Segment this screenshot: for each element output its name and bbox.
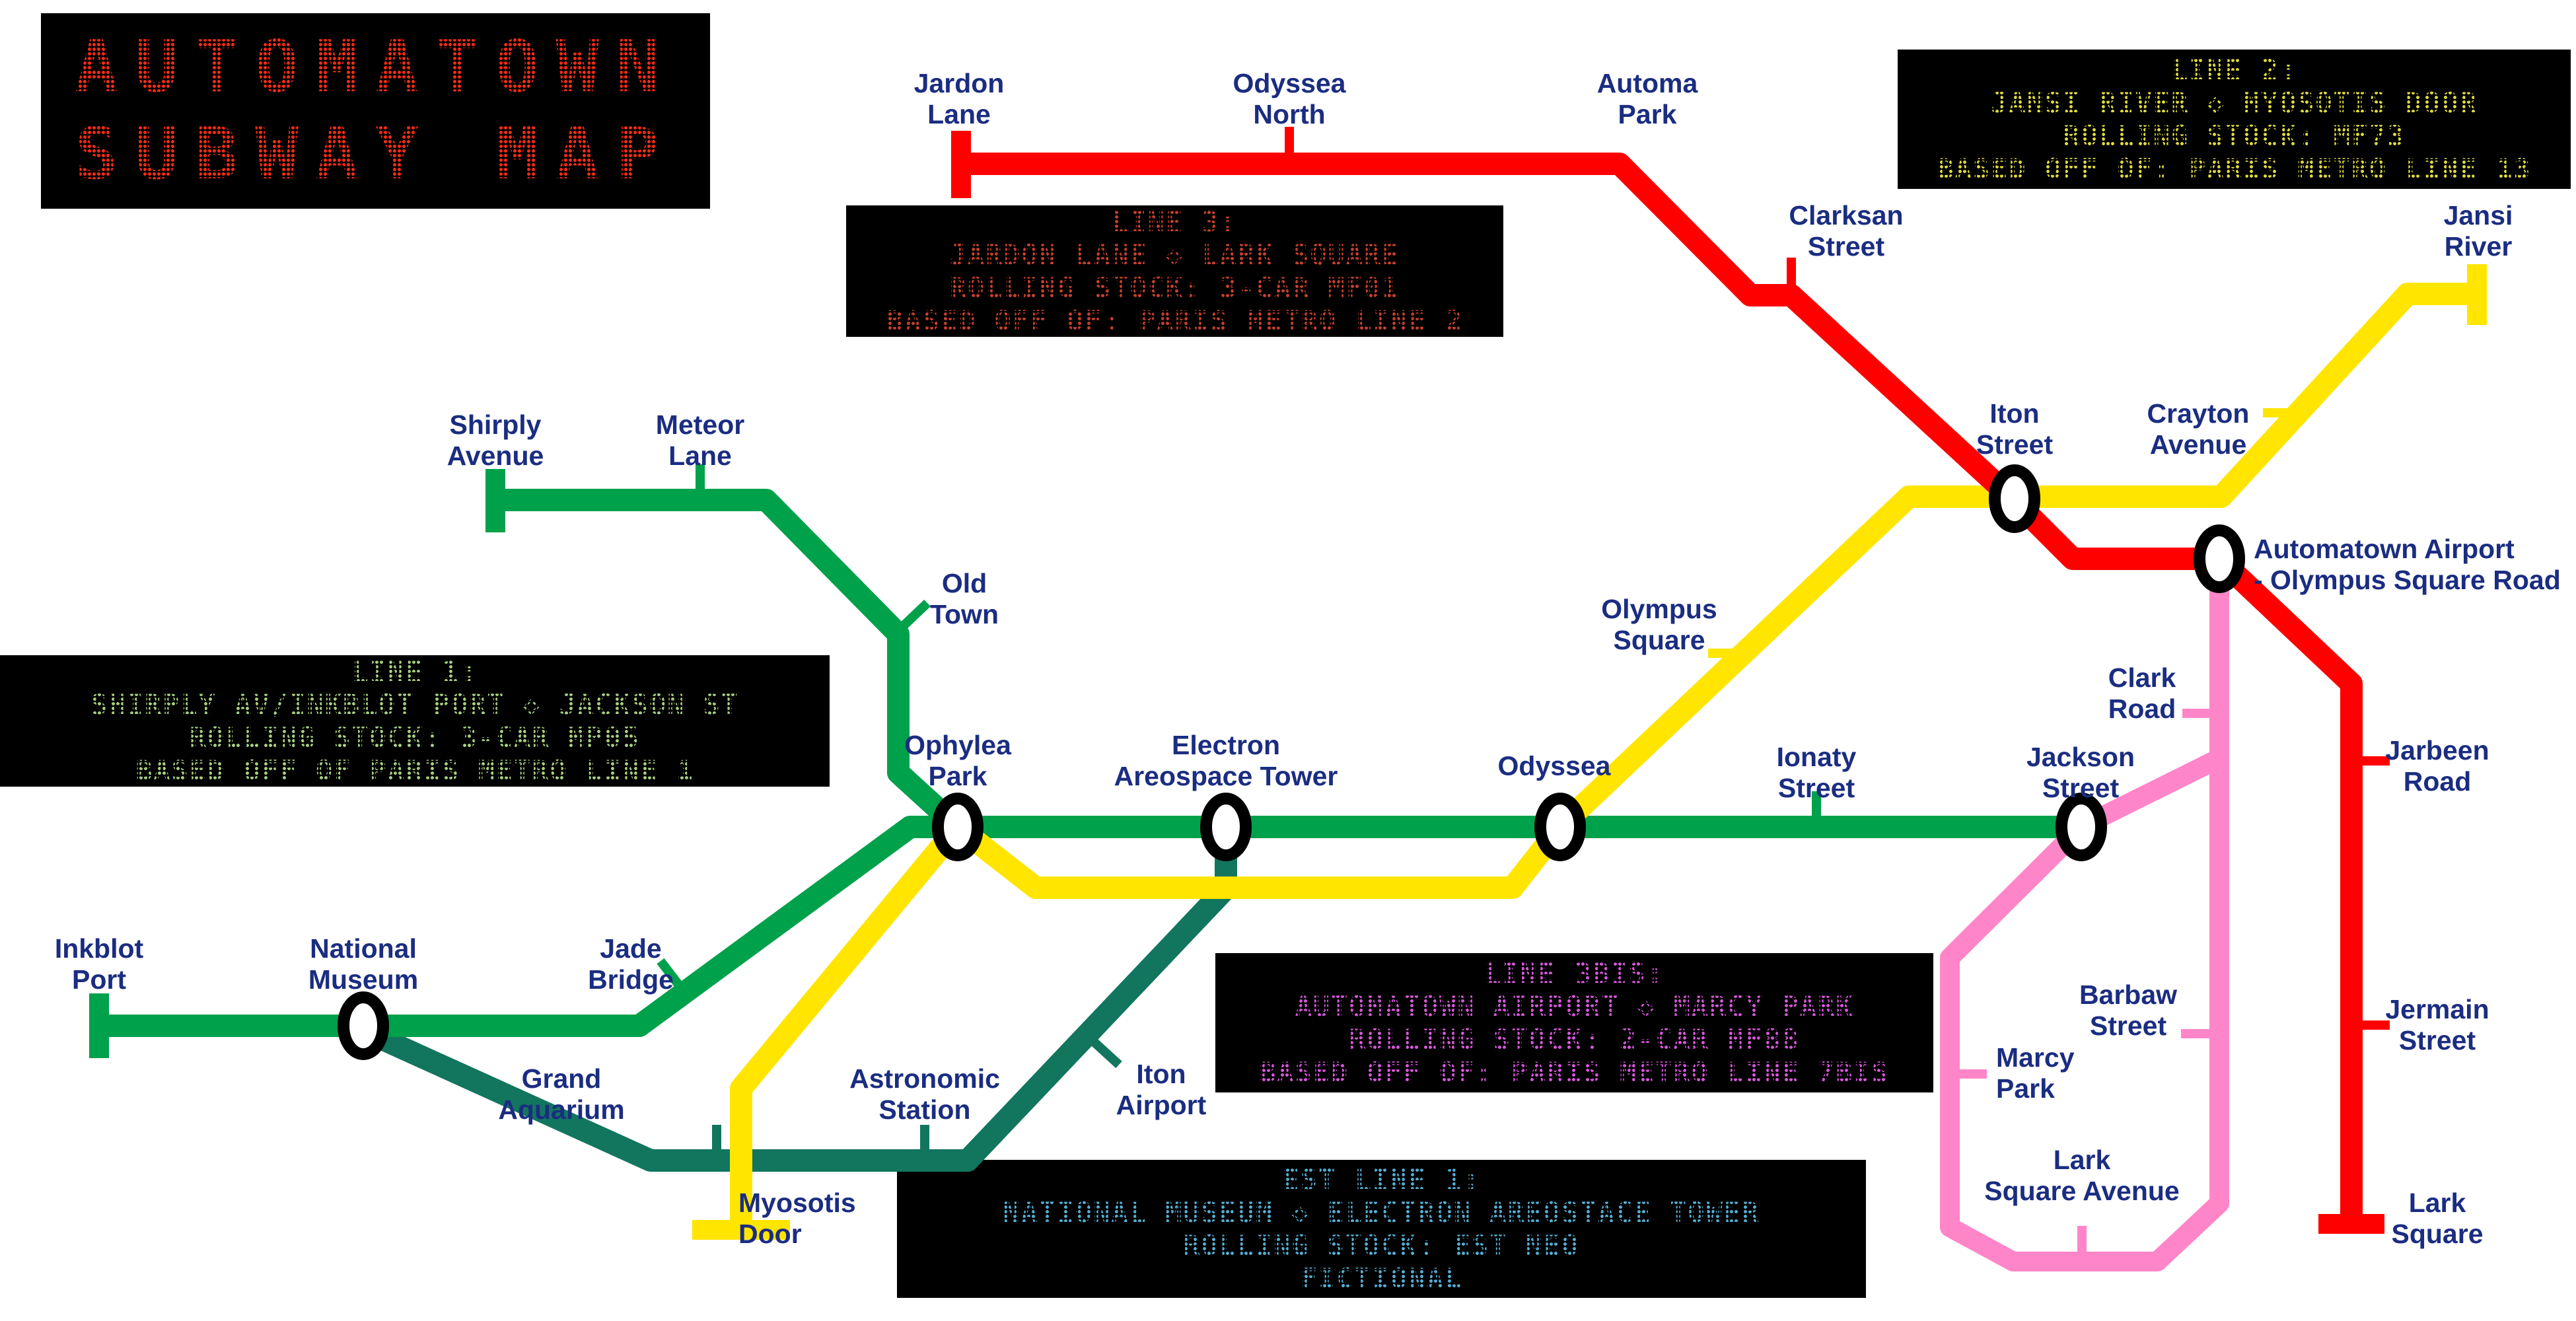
est-line-1-info-stock: ROLLING STOCK: EST NEO [1183,1229,1580,1262]
station-label-lark-square-avenue: Lark Square Avenue [1984,1145,2180,1206]
line-2-info-board: LINE 2: JANSI RIVER ◇ MYOSOTIS DOOR ROLL… [1898,50,2571,189]
interchange-marker-odyssea [1534,793,1586,861]
station-label-national-museum: National Museum [308,933,419,995]
station-label-shirply-avenue: Shirply Avenue [447,410,544,471]
line-3bis-info-basis: BASED OFF OF: PARIS METRO LINE 7BIS [1258,1055,1890,1089]
station-label-olympus-square: Olympus Square [1601,594,1717,655]
line-2-info-basis: BASED OFF OF: PARIS METRO LINE 13 [1937,152,2532,185]
line-3-info-stock: ROLLING STOCK: 3-CAR MF01 [949,271,1400,304]
station-label-inkblot-port: Inkblot Port [54,933,144,995]
station-label-odyssea: Odyssea [1497,750,1611,781]
line-1-info-route: SHIRPLY AV/INKBLOT PORT ◇ JACKSON ST [90,688,740,721]
line-1-info-title: LINE 1: [351,655,478,688]
line-2-path-0 [730,283,2477,1230]
station-label-iton-airport: Iton Airport [1116,1059,1207,1120]
est-line-1-info-basis: FICTIONAL [1300,1262,1463,1295]
line-1-info-board: LINE 1: SHIRPLY AV/INKBLOT PORT ◇ JACKSO… [0,655,830,787]
station-label-grand-aquarium: Grand Aquarium [498,1063,625,1125]
station-label-odyssea-north: Odyssea North [1233,68,1346,129]
est-line-1-path-0 [358,834,1237,1172]
station-label-iton-street: Iton Street [1976,398,2054,460]
line-3bis-info-text: LINE 3BIS: AUTOMATOWN AIRPORT ◇ MARCY PA… [1215,957,1933,1089]
est-line-1-station-tick-2 [1084,1032,1122,1069]
station-label-astronomic-station: Astronomic Station [849,1063,1000,1125]
line-3-info-title: LINE 3: [1111,205,1238,238]
station-label-barbaw-street: Barbaw Street [2079,980,2178,1041]
line-2-info-stock: ROLLING STOCK: MF73 [2063,119,2406,152]
interchange-marker-iton-street [1989,464,2040,533]
station-label-jansi-river: Jansi River [2443,200,2513,262]
station-label-clarksan-street: Clarksan Street [1789,200,1904,262]
interchange-marker-national-museum [338,991,389,1060]
station-label-old-town: Old Town [930,568,999,629]
station-label-jarbeen-road: Jarbeen Road [2385,735,2489,797]
line-2-info-title: LINE 2: [2170,53,2297,86]
est-line-1-info-board: EST LINE 1: NATIONAL MUSEUM ◇ ELECTRON A… [897,1160,1866,1298]
map-title-line-1: AUTOMATOWN [75,26,676,108]
line-1-info-basis: BASED OFF OF PARIS METRO LINE 1 [135,754,694,787]
est-line-1-info-text: EST LINE 1: NATIONAL MUSEUM ◇ ELECTRON A… [897,1163,1866,1295]
station-label-clark-road: Clark Road [2108,662,2176,724]
station-label-jackson-street: Jackson Street [2026,742,2135,803]
station-label-automa-park: Automa Park [1596,68,1698,129]
station-label-ophylea-park: Ophylea Park [904,730,1011,791]
line-1-station-tick-1 [897,599,931,633]
title-board-text: AUTOMATOWN SUBWAY MAP [41,24,710,198]
line-3-info-route: JARDON LANE ◇ LARK SQUARE [949,238,1400,271]
line-3-info-text: LINE 3: JARDON LANE ◇ LARK SQUARE ROLLIN… [846,205,1503,338]
line-3-info-basis: BASED OFF OF: PARIS METRO LINE 2 [886,304,1464,337]
line-1-station-tick-3 [657,958,688,995]
station-label-marcy-park: Marcy Park [1996,1042,2075,1104]
station-label-automatown-airport-olympus-square-road: Automatown Airport - Olympus Square Road [2254,534,2561,595]
station-label-electron-areospace-tower: Electron Areospace Tower [1114,730,1338,791]
line-1-path-1 [495,489,966,836]
line-2-info-text: LINE 2: JANSI RIVER ◇ MYOSOTIS DOOR ROLL… [1898,54,2571,186]
est-line-1-info-route: NATIONAL MUSEUM ◇ ELECTRON AREOSTACE TOW… [1003,1196,1760,1229]
station-label-meteor-lane: Meteor Lane [655,410,745,471]
station-label-jardon-lane: Jardon Lane [913,68,1005,129]
station-label-jermain-street: Jermain Street [2385,994,2489,1055]
station-label-lark-square: Lark Square [2391,1188,2484,1249]
est-line-1-info-title: EST LINE 1: [1282,1162,1481,1196]
station-label-crayton-avenue: Crayton Avenue [2147,398,2250,460]
line-3bis-info-route: AUTOMATOWN AIRPORT ◇ MARCY PARK [1295,989,1854,1022]
interchange-marker-automatown-airport-olympus-square-road [2194,524,2245,593]
interchange-marker-ophylea-park [932,793,984,861]
station-label-jade-bridge: Jade Bridge [588,933,674,995]
line-3bis-info-title: LINE 3BIS: [1484,956,1664,989]
map-title-line-2: SUBWAY MAP [75,113,676,196]
station-label-myosotis-door: Myosotis Door [738,1188,856,1249]
line-3-info-board: LINE 3: JARDON LANE ◇ LARK SQUARE ROLLIN… [846,205,1503,337]
line-1-info-stock: ROLLING STOCK: 3-CAR MP05 [189,721,641,754]
line-2-info-route: JANSI RIVER ◇ MYOSOTIS DOOR [1991,86,2478,119]
interchange-marker-electron-areospace-tower [1200,793,1252,861]
line-1-info-text: LINE 1: SHIRPLY AV/INKBLOT PORT ◇ JACKSO… [0,655,830,787]
interchange-marker-jackson-street [2056,793,2107,861]
line-3bis-path-0 [1940,559,2229,1271]
line-3bis-info-stock: ROLLING STOCK: 2-CAR MF88 [1349,1022,1800,1055]
title-board: AUTOMATOWN SUBWAY MAP [41,13,710,209]
station-label-ionaty-street: Ionaty Street [1776,742,1857,803]
line-3bis-info-board: LINE 3BIS: AUTOMATOWN AIRPORT ◇ MARCY PA… [1215,953,1933,1092]
